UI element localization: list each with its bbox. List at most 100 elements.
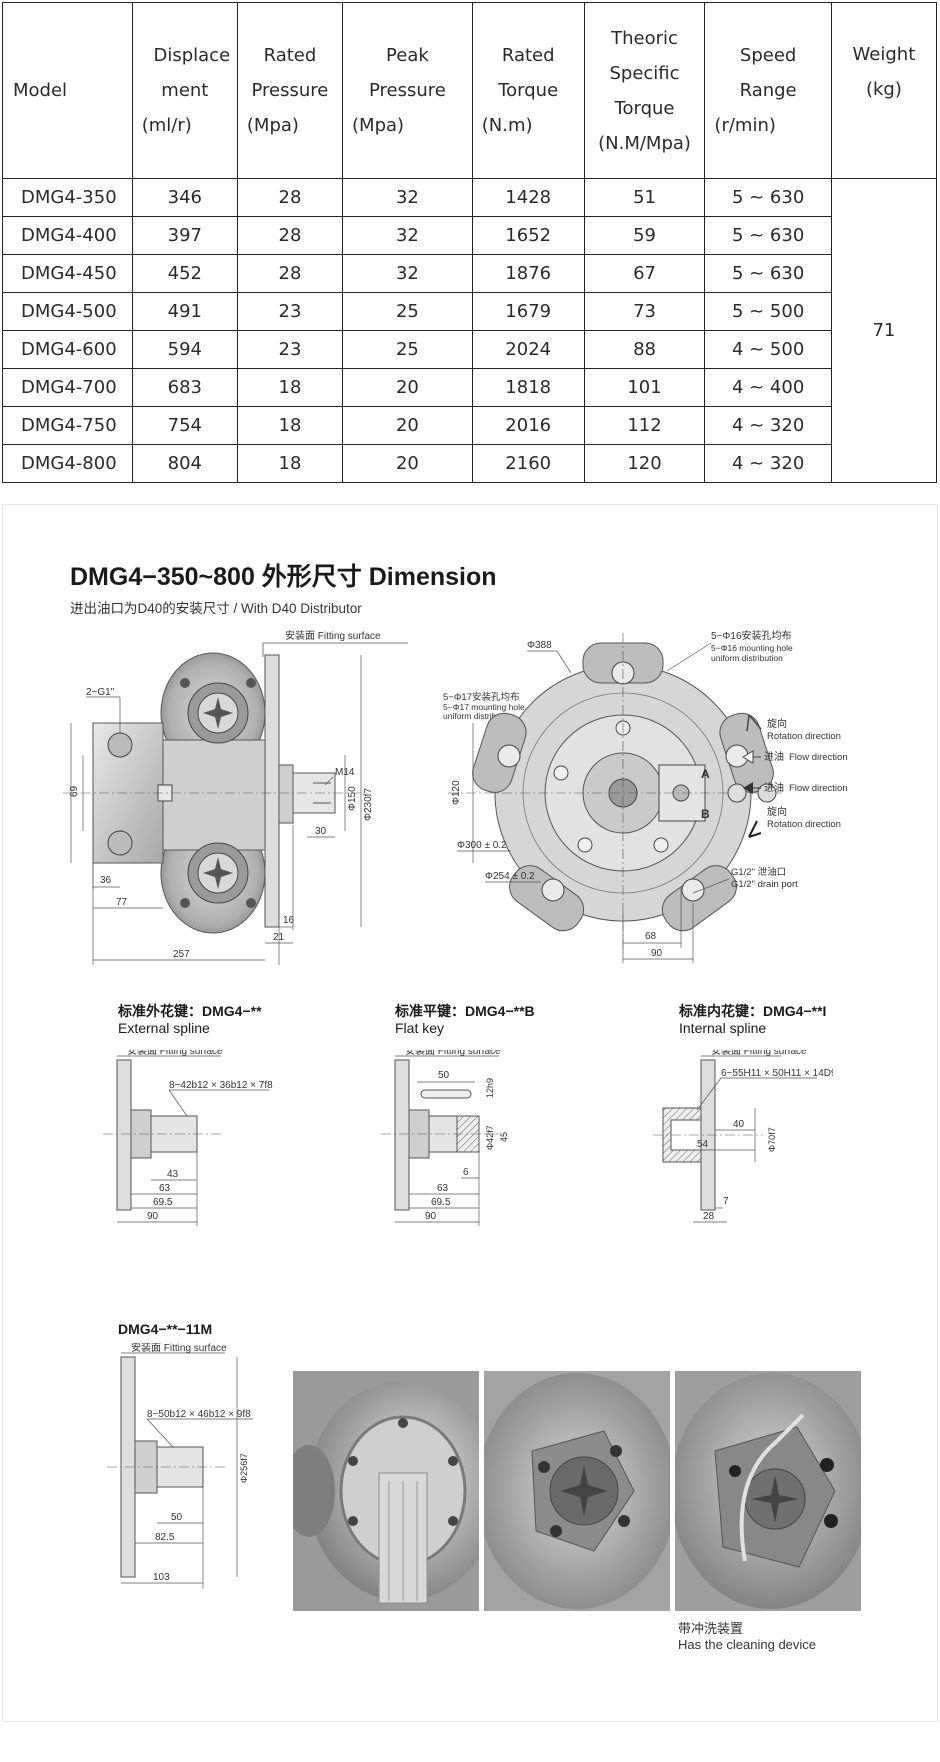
int-dim-7: 7 [723, 1196, 729, 1207]
cell-rated-torque: 1428 [471, 178, 585, 217]
int-dim-54: 54 [697, 1139, 709, 1150]
dimension-panel: DMG4−350~800 外形尺寸 Dimension 进出油口为D40的安装尺… [2, 504, 938, 1722]
flat-key-drawing: 安装面 Fitting surface 50 12h9 Φ42f7 45 6 6… [381, 1050, 581, 1240]
top-bolt-label-en1: 5−Φ16 mounting hole [711, 643, 793, 653]
external-spline-spec: 8−42b12 × 36b12 × 7f8 [169, 1080, 273, 1091]
cell-peak-pressure: 32 [342, 254, 473, 293]
dim-phi150: Φ150 [347, 786, 358, 811]
cell-displacement: 452 [131, 254, 238, 293]
cell-rated-torque: 2024 [471, 330, 585, 369]
cell-model: DMG4-350 [2, 178, 133, 217]
side-view-drawing: 安装面 Fitting surface [63, 625, 433, 965]
header-weight: Weight (kg) [830, 2, 938, 179]
header-speed-range: Speed Range (r/min) [704, 2, 832, 179]
drain-label-en: G1/2" drain port [731, 879, 798, 890]
dim-16: 16 [283, 915, 295, 926]
cell-rated-torque: 1652 [471, 216, 585, 255]
external-spline-drawing: 安装面 Fitting surface 8−42b12 × 36b12 × 7f… [103, 1050, 303, 1240]
dim-36: 36 [100, 875, 112, 886]
cell-displacement: 346 [131, 178, 238, 217]
cell-peak-pressure: 20 [342, 444, 473, 483]
cell-peak-pressure: 32 [342, 216, 473, 255]
cell-rated-torque: 2160 [471, 444, 585, 483]
table-header-row: Model Displace ment (ml/r) Rated Pressur… [2, 2, 938, 179]
cell-displacement: 683 [131, 368, 238, 407]
flat-key-length: 50 [438, 1070, 450, 1081]
fitting-surface-label-4: 安装面 Fitting surface [711, 1050, 807, 1057]
cell-rated-pressure: 28 [236, 254, 344, 293]
fitting-surface-label-3: 安装面 Fitting surface [405, 1050, 501, 1057]
spec-table: Model Displace ment (ml/r) Rated Pressur… [2, 2, 938, 483]
table-row: DMG4-350 346 28 32 1428 51 5 ~ 630 71 [2, 178, 938, 483]
table-row: DMG4-700 683 18 20 1818 101 4 ~ 400 [2, 368, 937, 407]
variant-external-label: 标准外花键：DMG4−**External spline [118, 1003, 262, 1036]
header-displacement: Displace ment (ml/r) [131, 2, 238, 179]
cell-weight: 71 [830, 178, 938, 483]
cell-speed-range: 4 ~ 400 [704, 368, 832, 407]
bolt-label-en2: uniform distribution [443, 711, 515, 721]
cell-model: DMG4-750 [2, 406, 133, 445]
rotation2-label-en: Rotation direction [767, 819, 841, 830]
cell-rated-torque: 1876 [471, 254, 585, 293]
cell-model: DMG4-700 [2, 368, 133, 407]
flat-key-height: 45 [499, 1132, 509, 1142]
cell-displacement: 491 [131, 292, 238, 331]
flow2-label-en: Flow direction [789, 783, 848, 794]
cell-model: DMG4-450 [2, 254, 133, 293]
dim-68: 68 [645, 931, 657, 942]
cell-displacement: 754 [131, 406, 238, 445]
flat-dim-90: 90 [425, 1211, 437, 1222]
cell-rated-pressure: 28 [236, 178, 344, 217]
header-specific-torque: Theoric Specific Torque (N.M/Mpa) [583, 2, 706, 179]
dim-90: 90 [651, 948, 663, 959]
port-b: B [701, 807, 710, 821]
product-photo-3 [675, 1371, 861, 1611]
cell-model: DMG4-600 [2, 330, 133, 369]
variant-11m-label: DMG4−**−11M [118, 1321, 213, 1337]
cell-displacement: 397 [131, 216, 238, 255]
front-view-drawing: 5−Φ16安装孔均布 5−Φ16 mounting hole uniform d… [431, 623, 901, 963]
cell-rated-torque: 2016 [471, 406, 585, 445]
bolt-label-cn: 5−Φ17安装孔均布 [443, 691, 519, 703]
top-bolt-label-en2: uniform distribution [711, 653, 783, 663]
int-dim-40: 40 [733, 1119, 745, 1130]
rotation2-label-cn: 旋向 [767, 805, 787, 818]
cell-rated-pressure: 18 [236, 368, 344, 407]
dia-120: Φ120 [451, 780, 462, 805]
flow-label-cn: 进油 [764, 750, 784, 763]
cell-specific-torque: 59 [583, 216, 706, 255]
cell-peak-pressure: 25 [342, 330, 473, 369]
cell-rated-pressure: 23 [236, 292, 344, 331]
dia-254: Φ254 ± 0.2 [485, 871, 535, 882]
cell-specific-torque: 112 [583, 406, 706, 445]
port-label: 2−G1" [86, 687, 115, 698]
dia-300: Φ300 ± 0.2 [457, 840, 507, 851]
cell-speed-range: 4 ~ 320 [704, 406, 832, 445]
flat-key-width: 12h9 [485, 1078, 495, 1098]
cell-specific-torque: 101 [583, 368, 706, 407]
m11-dim-82-5: 82.5 [155, 1532, 175, 1543]
int-dim-28: 28 [703, 1211, 715, 1222]
cell-specific-torque: 73 [583, 292, 706, 331]
cell-displacement: 594 [131, 330, 238, 369]
cell-rated-pressure: 18 [236, 406, 344, 445]
header-model: Model [2, 2, 133, 179]
thread-label: M14 [335, 767, 355, 778]
table-row: DMG4-400 397 28 32 1652 59 5 ~ 630 [2, 216, 937, 255]
ext-dim-90: 90 [147, 1211, 159, 1222]
cell-model: DMG4-800 [2, 444, 133, 483]
cell-peak-pressure: 32 [342, 178, 473, 217]
rotation-label-en: Rotation direction [767, 731, 841, 742]
cell-peak-pressure: 25 [342, 292, 473, 331]
dimension-title: DMG4−350~800 外形尺寸 Dimension [70, 563, 497, 591]
cell-displacement: 804 [131, 444, 238, 483]
dia-388: Φ388 [527, 640, 552, 651]
bolt-label-en1: 5−Φ17 mounting hole [443, 702, 525, 712]
table-row: DMG4-450 452 28 32 1876 67 5 ~ 630 [2, 254, 937, 293]
rotation-label-cn: 旋向 [767, 717, 787, 730]
header-rated-torque: Rated Torque (N.m) [471, 2, 585, 179]
ext-dim-69-5: 69.5 [153, 1197, 173, 1208]
cell-model: DMG4-500 [2, 292, 133, 331]
cell-model: DMG4-400 [2, 216, 133, 255]
